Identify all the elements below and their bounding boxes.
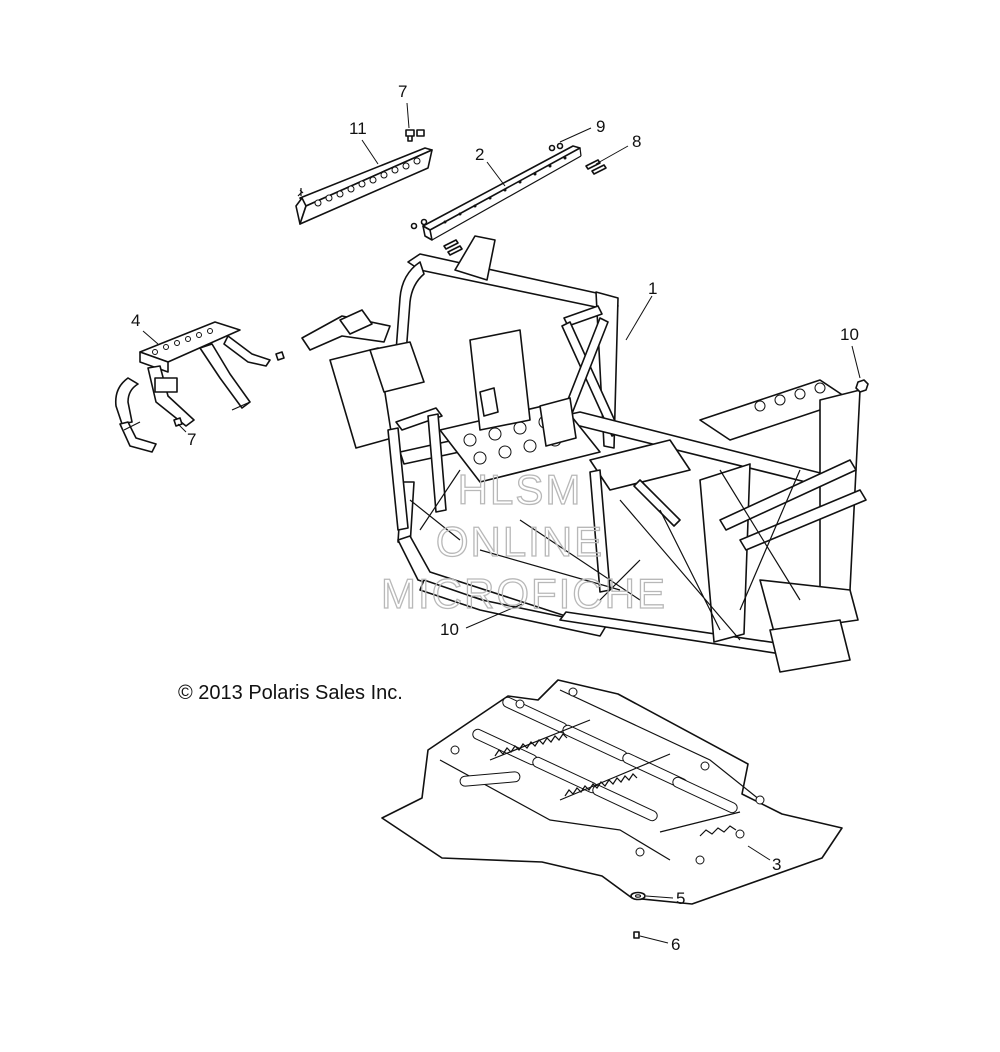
bolt-part <box>443 159 607 256</box>
callout-3: 3 <box>772 855 781 874</box>
skid-plate-part <box>381 679 843 905</box>
watermark-line-3: MICROFICHE <box>381 570 667 617</box>
callout-8: 8 <box>632 132 641 151</box>
callout-10-right: 10 <box>840 325 859 344</box>
bolt-part <box>405 129 425 142</box>
callout-9: 9 <box>596 117 605 136</box>
callout-7-top: 7 <box>398 82 407 101</box>
callout-6: 6 <box>671 935 680 954</box>
copyright-notice: © 2013 Polaris Sales Inc. <box>178 682 403 704</box>
nut-part <box>410 142 564 230</box>
screw-part <box>633 931 640 939</box>
brace-plate-part <box>295 147 433 225</box>
brace-bar-part <box>422 145 582 241</box>
bolt-part <box>173 351 285 427</box>
callouts: 7 11 9 8 2 1 4 10 7 10 3 5 6 <box>131 82 859 954</box>
callout-7-left: 7 <box>187 430 196 449</box>
front-bumper-brace-part <box>114 321 271 453</box>
washer-part <box>630 891 646 901</box>
callout-4: 4 <box>131 311 140 330</box>
callout-5: 5 <box>676 889 685 908</box>
main-frame-part <box>301 235 867 673</box>
watermark: HLSM ONLINE MICROFICHE <box>380 465 667 617</box>
callout-10-bottom: 10 <box>440 620 459 639</box>
callout-1: 1 <box>648 279 657 298</box>
callout-2: 2 <box>475 145 484 164</box>
leader-lines <box>142 102 861 944</box>
watermark-line-1: HLSM <box>458 466 583 513</box>
callout-11: 11 <box>349 119 367 138</box>
watermark-line-2: ONLINE <box>436 518 604 565</box>
nut-part <box>855 379 869 393</box>
